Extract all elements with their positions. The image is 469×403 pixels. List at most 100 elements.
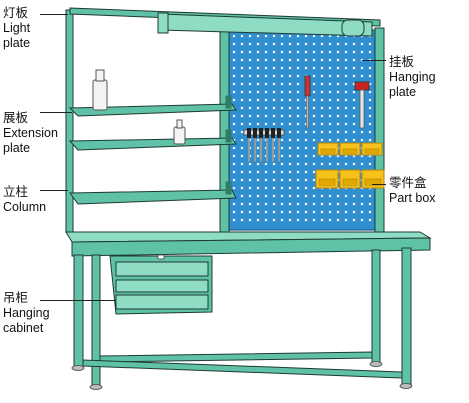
peg-hole — [352, 106, 356, 110]
peg-hole — [280, 66, 284, 70]
work-table — [65, 231, 432, 257]
peg-hole — [328, 42, 332, 46]
peg-hole — [272, 98, 276, 102]
peg-hole — [256, 34, 260, 38]
peg-hole — [336, 130, 340, 134]
screwdriver-shaft — [266, 137, 269, 163]
peg-hole — [352, 202, 356, 206]
peg-hole — [304, 66, 308, 70]
peg-hole — [328, 202, 332, 206]
part-box-front — [320, 148, 336, 154]
peg-hole — [360, 130, 364, 134]
peg-hole — [288, 178, 292, 182]
peg-hole — [288, 186, 292, 190]
peg-hole — [304, 170, 308, 174]
peg-hole — [344, 42, 348, 46]
peg-hole — [280, 194, 284, 198]
peg-hole — [328, 194, 332, 198]
peg-hole — [256, 98, 260, 102]
peg-hole — [272, 106, 276, 110]
peg-hole — [232, 178, 236, 182]
peg-hole — [288, 122, 292, 126]
peg-hole — [336, 114, 340, 118]
peg-hole — [360, 50, 364, 54]
peg-hole — [272, 210, 276, 214]
peg-hole — [296, 122, 300, 126]
peg-hole — [304, 50, 308, 54]
peg-hole — [288, 82, 292, 86]
peg-hole — [320, 162, 324, 166]
bottle-icon — [173, 119, 186, 145]
label-light-plate: 灯板 Light plate — [3, 6, 31, 50]
peg-hole — [360, 42, 364, 46]
peg-hole — [352, 210, 356, 214]
peg-hole — [240, 74, 244, 78]
peg-hole — [240, 66, 244, 70]
peg-hole — [328, 66, 332, 70]
peg-hole — [264, 82, 268, 86]
leader-hanging-plate — [362, 60, 386, 61]
peg-hole — [368, 202, 372, 206]
peg-hole — [288, 42, 292, 46]
peg-hole — [328, 74, 332, 78]
peg-hole — [280, 178, 284, 182]
peg-hole — [280, 202, 284, 206]
peg-hole — [248, 210, 252, 214]
peg-hole — [320, 90, 324, 94]
peg-hole — [232, 90, 236, 94]
peg-hole — [328, 82, 332, 86]
peg-hole — [256, 42, 260, 46]
peg-hole — [272, 50, 276, 54]
hammer-icon — [354, 81, 370, 129]
peg-hole — [312, 34, 316, 38]
peg-hole — [344, 74, 348, 78]
part-box-front — [318, 178, 336, 186]
peg-hole — [344, 138, 348, 142]
peg-hole — [264, 122, 268, 126]
peg-hole — [328, 122, 332, 126]
peg-hole — [264, 162, 268, 166]
peg-hole — [320, 194, 324, 198]
peg-hole — [288, 146, 292, 150]
peg-hole — [280, 98, 284, 102]
peg-hole — [240, 218, 244, 222]
peg-hole — [280, 146, 284, 150]
leader-hanging-cabinet — [40, 300, 116, 301]
peg-hole — [328, 98, 332, 102]
peg-hole — [264, 194, 268, 198]
peg-hole — [264, 202, 268, 206]
peg-hole — [240, 106, 244, 110]
peg-hole — [264, 186, 268, 190]
peg-hole — [320, 50, 324, 54]
peg-hole — [344, 122, 348, 126]
peg-hole — [288, 74, 292, 78]
peg-hole — [240, 58, 244, 62]
peg-hole — [320, 218, 324, 222]
peg-hole — [232, 210, 236, 214]
peg-hole — [256, 194, 260, 198]
peg-hole — [296, 162, 300, 166]
peg-hole — [328, 162, 332, 166]
peg-hole — [256, 154, 260, 158]
peg-hole — [288, 194, 292, 198]
peg-hole — [312, 90, 316, 94]
peg-hole — [296, 210, 300, 214]
peg-hole — [296, 82, 300, 86]
peg-hole — [336, 138, 340, 142]
peg-hole — [248, 114, 252, 118]
peg-hole — [256, 66, 260, 70]
peg-hole — [240, 82, 244, 86]
peg-hole — [232, 146, 236, 150]
peg-hole — [296, 66, 300, 70]
peg-hole — [264, 74, 268, 78]
peg-hole — [240, 170, 244, 174]
peg-hole — [240, 34, 244, 38]
peg-hole — [320, 42, 324, 46]
peg-hole — [320, 114, 324, 118]
peg-hole — [352, 98, 356, 102]
peg-hole — [264, 34, 268, 38]
peg-hole — [240, 50, 244, 54]
peg-hole — [344, 58, 348, 62]
peg-hole — [328, 210, 332, 214]
